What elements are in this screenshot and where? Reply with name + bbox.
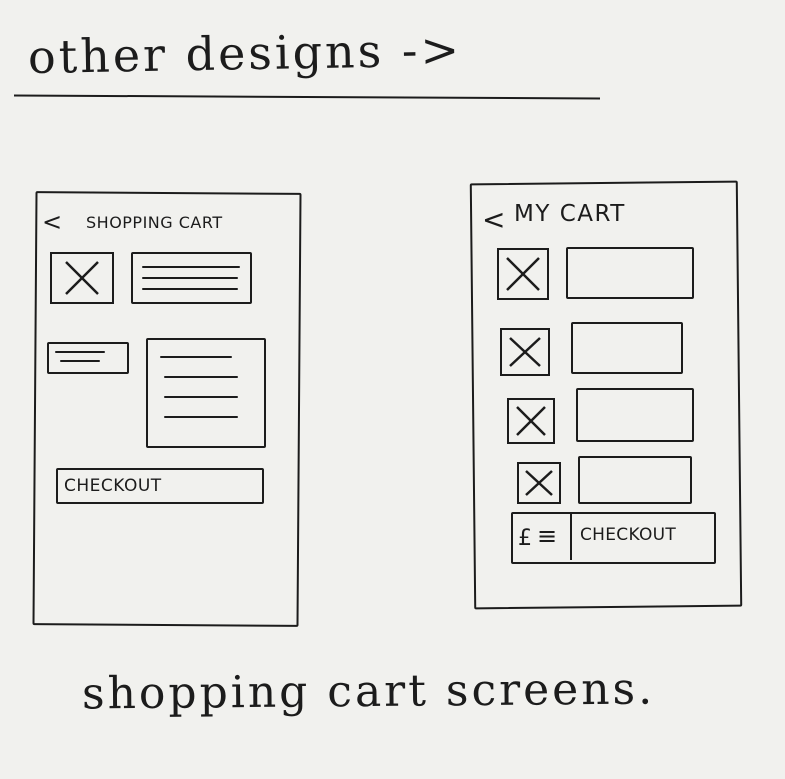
sketch-caption: shopping cart screens. (81, 663, 656, 720)
back-arrow-icon[interactable]: < (42, 208, 63, 236)
cart-item-image-placeholder (517, 462, 561, 504)
text-line (164, 416, 238, 418)
cross-icon (516, 406, 546, 436)
item-label-block (47, 342, 129, 374)
text-line (164, 396, 238, 398)
cart-item-details-block (566, 247, 694, 299)
text-line (142, 277, 238, 279)
cross-icon (506, 257, 540, 291)
bar-divider (570, 514, 572, 560)
cart-item-image-placeholder (507, 398, 555, 444)
checkout-bar (511, 512, 716, 564)
cross-icon (509, 337, 541, 367)
cross-icon (525, 470, 553, 496)
checkout-button[interactable]: CHECKOUT (56, 468, 264, 504)
text-line (164, 376, 238, 378)
cart-item-image-placeholder (497, 248, 549, 300)
text-line (60, 360, 100, 362)
cart-item-details-block (571, 322, 683, 374)
cross-icon (65, 261, 99, 295)
cart-item-image-placeholder (500, 328, 550, 376)
cart-item-details-block (578, 456, 692, 504)
screen-title: MY CART (514, 201, 626, 227)
text-line (142, 266, 240, 268)
page-heading: other designs -> (27, 22, 463, 84)
menu-lines-icon: ≡ (537, 522, 558, 550)
back-arrow-icon[interactable]: < (482, 203, 506, 236)
checkout-button-label: CHECKOUT (64, 476, 162, 496)
screen-title: SHOPPING CART (86, 213, 223, 232)
checkout-button-label: CHECKOUT (580, 525, 677, 545)
heading-underline (13, 94, 601, 100)
cart-item-details-block (576, 388, 694, 442)
item-details-block (146, 338, 266, 448)
price-label: £ (518, 526, 532, 551)
product-description-block (131, 252, 252, 304)
checkout-button[interactable]: CHECKOUT (574, 514, 710, 558)
text-line (55, 351, 105, 353)
text-line (142, 288, 238, 290)
text-line (160, 356, 232, 358)
product-image-placeholder (50, 252, 114, 304)
